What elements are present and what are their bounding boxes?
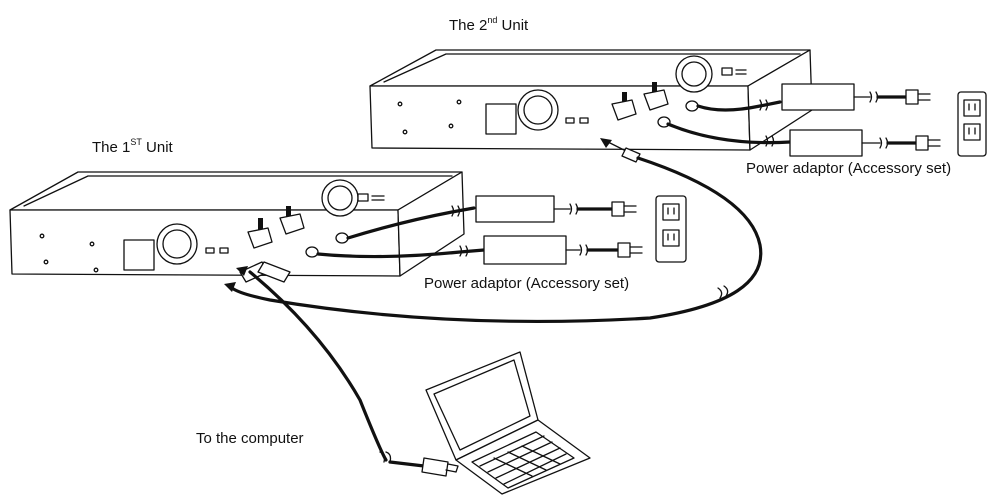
second-unit-power-cables — [666, 83, 941, 157]
power-adaptor-icon — [483, 235, 567, 265]
laptop-icon — [425, 351, 591, 495]
second-unit-label: The 2nd Unit — [449, 15, 529, 34]
power-adaptor-icon — [781, 83, 855, 111]
second-unit-power-plugs — [611, 82, 699, 128]
power-adaptor-label-upper: Power adaptor (Accessory set) — [746, 160, 952, 177]
computer-cable — [236, 261, 459, 477]
power-adaptor-icon — [475, 195, 555, 223]
power-adaptor-icon — [789, 129, 863, 157]
wall-outlet-icon — [655, 195, 687, 263]
power-adaptor-label-lower: Power adaptor (Accessory set) — [424, 275, 630, 292]
first-unit-power-plugs — [247, 206, 349, 258]
first-unit-power-cables — [316, 195, 643, 265]
wall-outlet-icon — [957, 91, 987, 157]
to-computer-label: To the computer — [196, 430, 304, 447]
second-unit — [369, 49, 813, 151]
first-unit-label: The 1ST Unit — [92, 137, 173, 156]
